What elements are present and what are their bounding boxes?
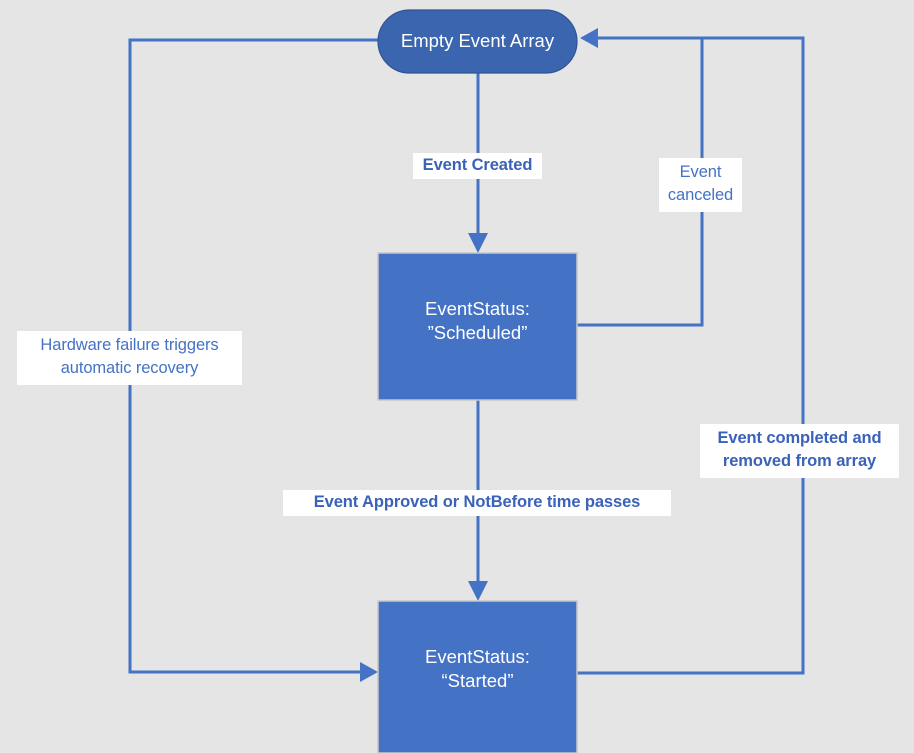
node-empty-event-array[interactable] xyxy=(377,9,578,74)
edge-label-hardware-failure: Hardware failure triggers automatic reco… xyxy=(17,331,242,385)
node-event-status-scheduled[interactable] xyxy=(377,252,578,401)
connector-event-completed xyxy=(577,28,805,675)
edge-label-event-approved: Event Approved or NotBefore time passes xyxy=(283,490,671,517)
edge-label-event-canceled: Event canceled xyxy=(659,158,742,212)
node-event-status-started[interactable] xyxy=(377,600,578,753)
edge-label-event-completed: Event completed and removed from array xyxy=(700,424,899,478)
edge-label-event-created: Event Created xyxy=(413,153,542,180)
